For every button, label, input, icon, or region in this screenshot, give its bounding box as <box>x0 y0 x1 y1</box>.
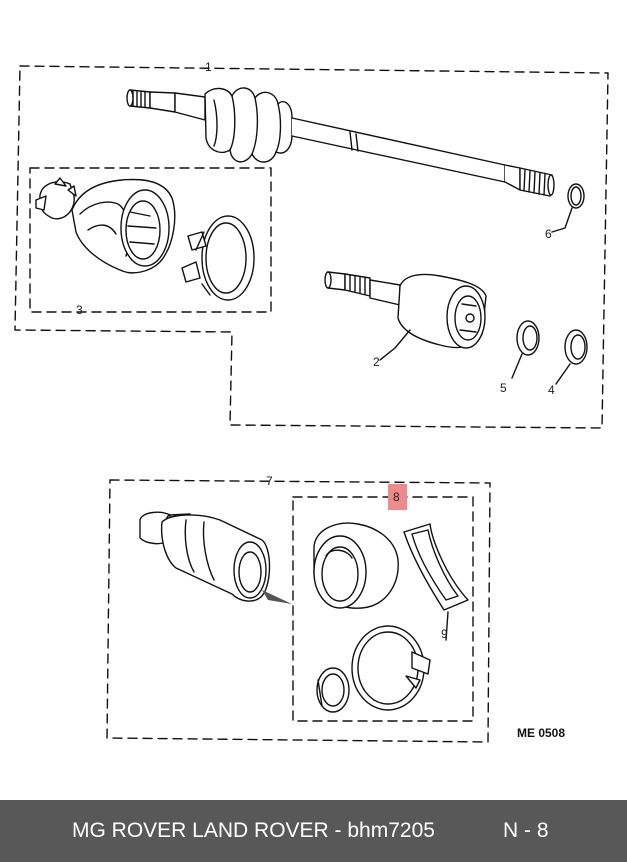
group-7-outline <box>106 479 491 743</box>
callout-7: 7 <box>266 474 273 488</box>
footer-page-ref: N - 8 <box>503 819 549 842</box>
inner-joint-assembly <box>139 511 292 604</box>
group-1-outline <box>14 65 609 429</box>
group-3-outline <box>29 167 272 313</box>
retaining-ring-5 <box>511 320 540 379</box>
callout-3: 3 <box>76 303 83 317</box>
callout-4: 4 <box>548 383 555 397</box>
drawing-code: ME 0508 <box>517 726 565 740</box>
callout-9: 9 <box>441 627 448 641</box>
boot-kit-8-parts <box>313 522 469 713</box>
callout-2: 2 <box>373 355 380 369</box>
drive-shaft-assembly <box>126 87 555 197</box>
cv-joint <box>324 271 487 361</box>
callout-8-highlight <box>388 484 407 510</box>
group-8-outline <box>292 496 474 722</box>
footer-bar: MG ROVER LAND ROVER - bhm7205 N - 8 <box>0 800 627 862</box>
parts-diagram: 1 3 6 2 5 4 7 8 9 ME 0508 <box>14 60 609 743</box>
callout-5: 5 <box>500 381 507 395</box>
retaining-ring-4 <box>555 329 588 385</box>
callout-8: 8 <box>393 490 400 504</box>
callout-6: 6 <box>545 227 552 241</box>
boot-kit-parts <box>35 177 255 301</box>
circlip-ring <box>551 183 585 233</box>
callout-1: 1 <box>205 60 212 74</box>
footer-title: MG ROVER LAND ROVER - bhm7205 <box>72 819 435 842</box>
